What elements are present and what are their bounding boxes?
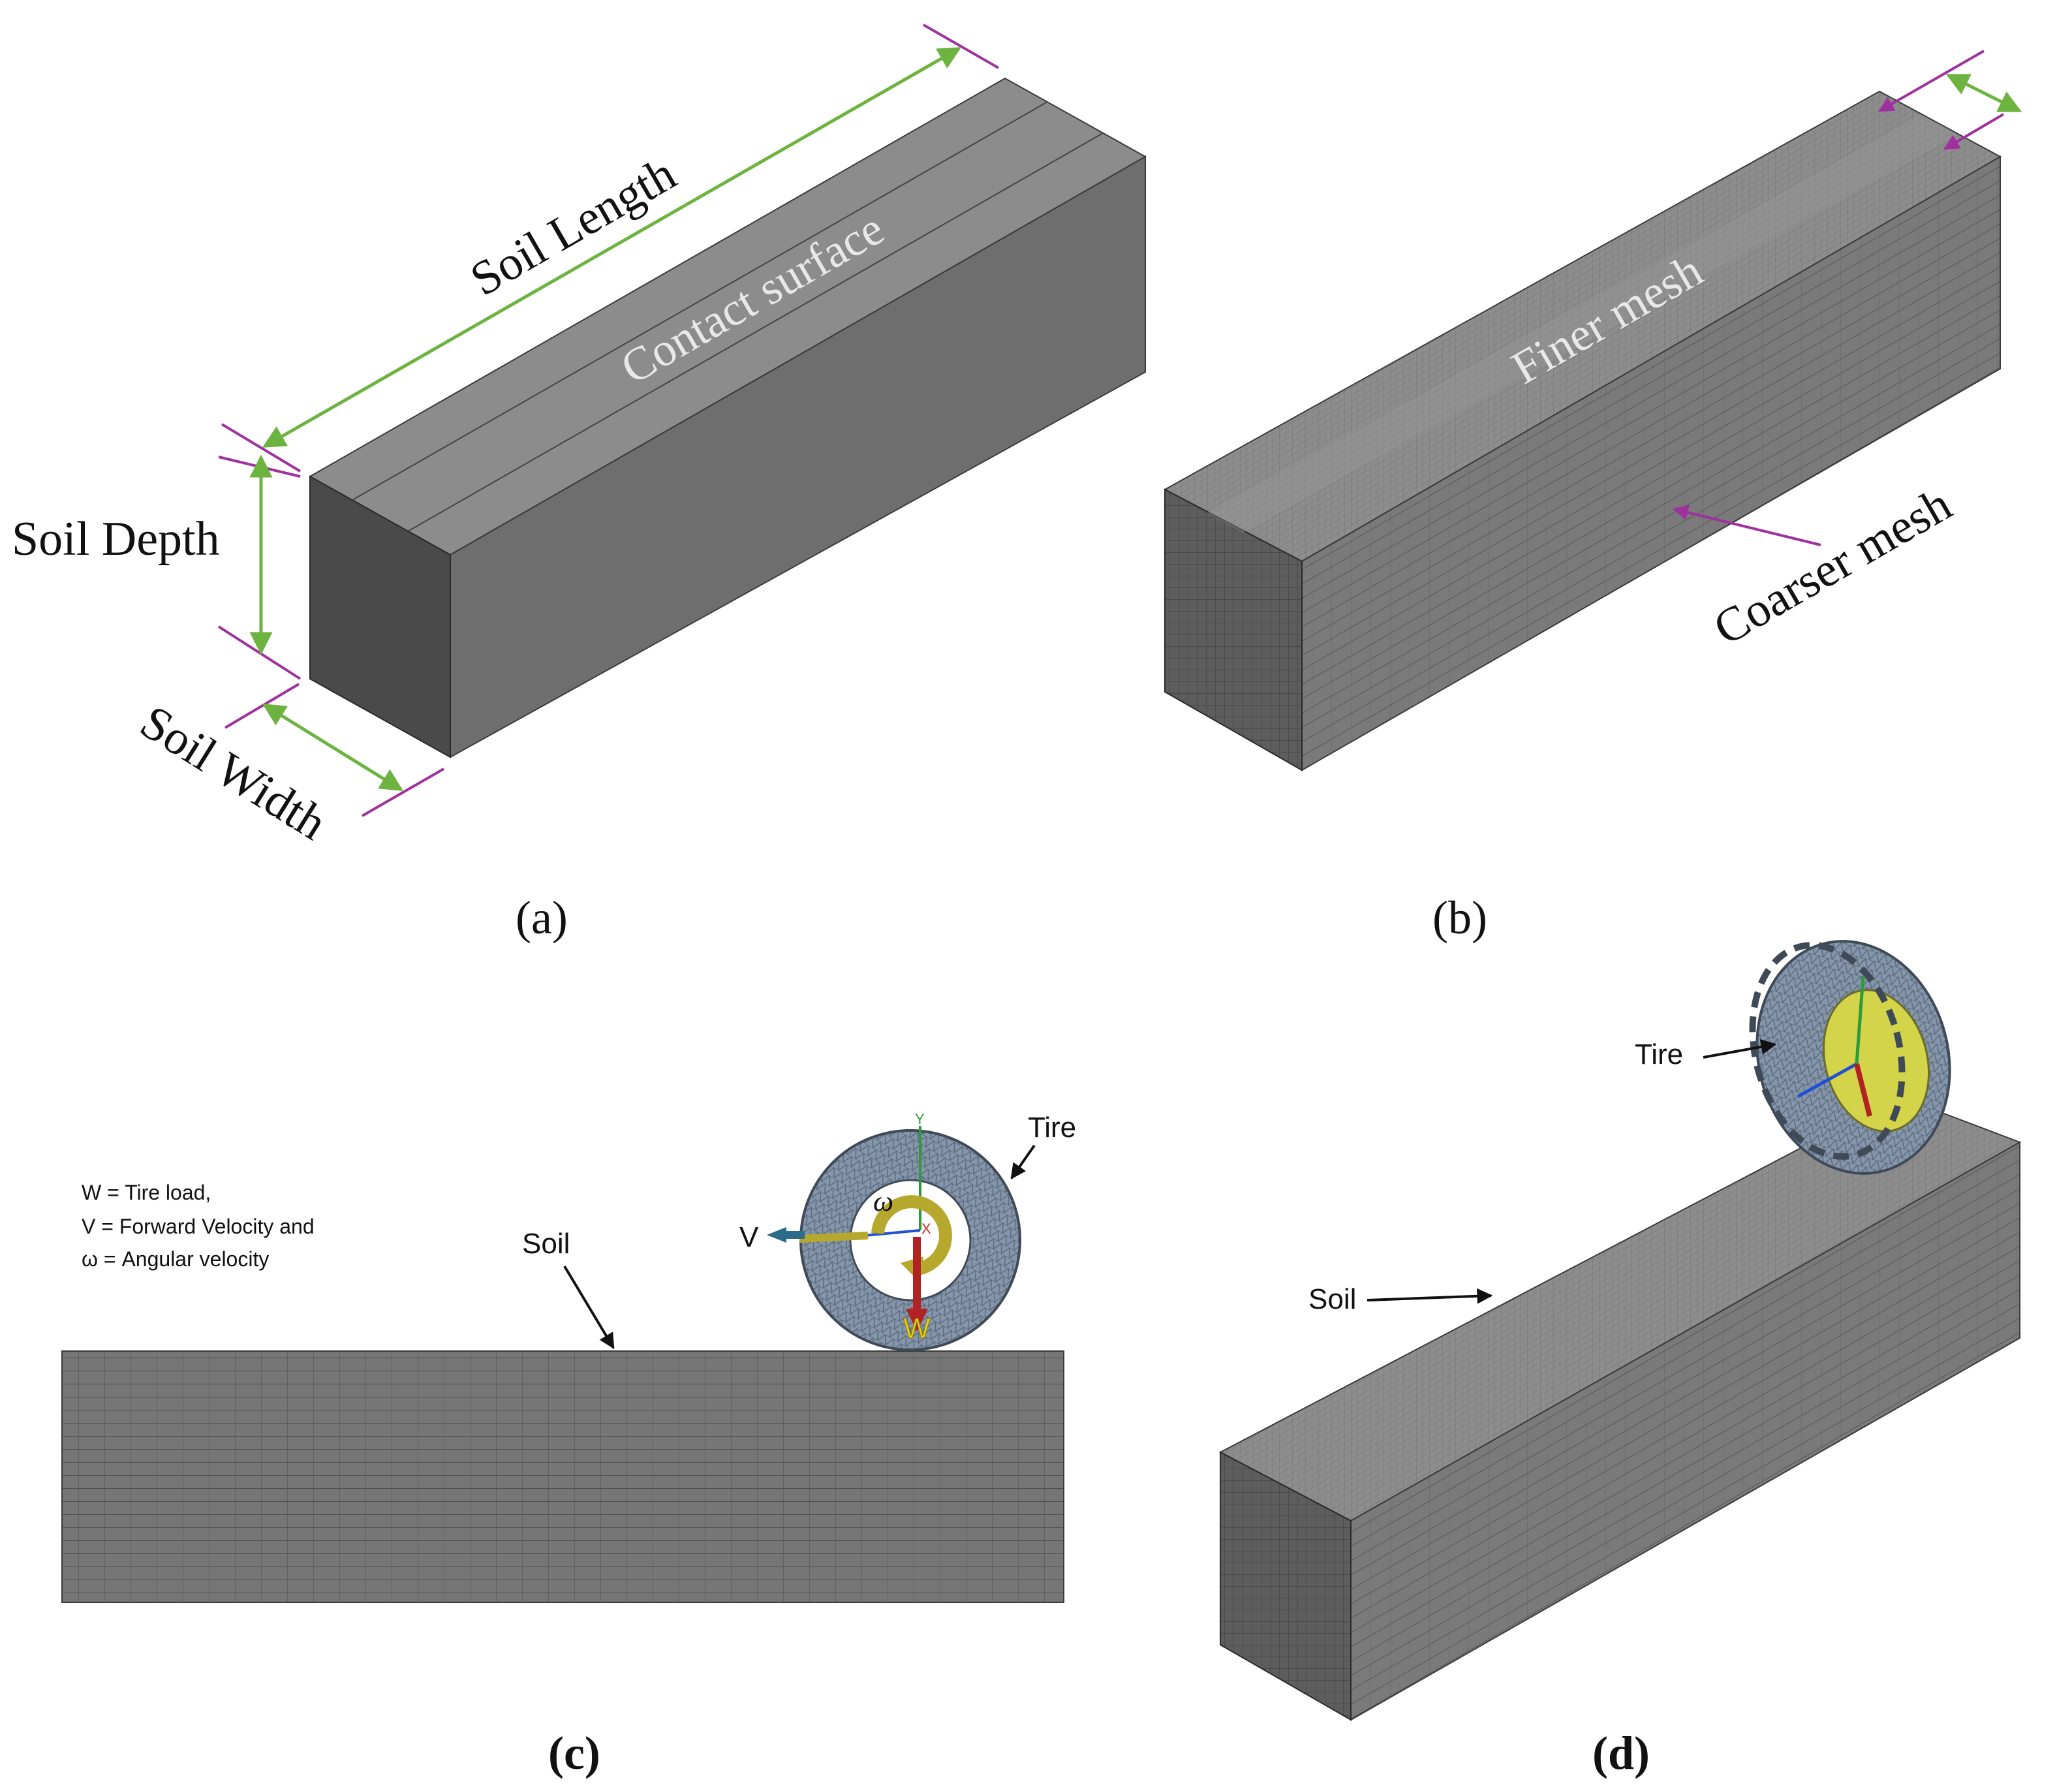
finer-mesh-band [1207,115,1958,533]
legend-line-2: V = Forward Velocity and [82,1215,315,1238]
soil-mesh-side-view [61,1350,1064,1603]
load-label: W [903,1313,931,1345]
length-tick-start [221,423,302,473]
caption-d: (d) [1592,1727,1650,1779]
omega-arrow [871,1195,952,1276]
panel-d: Tire Soil (d) [1218,940,2022,1779]
tire-pointer-c [1010,1144,1036,1179]
meshed-soil-end-face-d [1220,1451,1352,1721]
velocity-small-arrow [767,1227,786,1243]
fine-band-tick-1 [1878,50,1985,112]
omega-label: ω [873,1185,893,1217]
axis-y-label-c: Y [915,1111,925,1127]
load-arrowhead [906,1309,928,1332]
tire-label-d: Tire [1635,1038,1683,1070]
caption-a: (a) [516,892,568,944]
tire-label-c: Tire [1028,1112,1076,1144]
velocity-small-shaft [785,1231,805,1239]
coarser-mesh-pointer [1672,505,1821,546]
meshed-box-end-face [1164,488,1303,771]
panel-b: Finer mesh Coarser mesh (b) [1163,50,2022,944]
tire-3d-icon [1749,940,1951,1175]
tire-pointer-d [1703,1039,1777,1059]
width-tick-right [362,768,444,817]
fine-band-dimension-arrow [1945,73,2022,113]
legend-line-1: W = Tire load, [82,1181,211,1204]
fine-band-tick-2 [1943,113,2005,150]
velocity-label: V [739,1221,759,1253]
width-dimension-arrow [262,703,403,792]
soil-box-end-face [309,475,451,758]
velocity-arrow [799,1232,869,1243]
width-tick-left [224,683,300,729]
depth-label: Soil Depth [12,512,220,566]
soil-pointer-d [1367,1288,1493,1304]
caption-c: (c) [548,1727,600,1779]
soil-pointer-c [563,1265,615,1350]
length-tick-end [923,23,999,69]
legend-line-3: ω = Angular velocity [82,1247,269,1271]
soil-label-c: Soil [522,1228,570,1260]
length-dimension-arrow [262,46,962,448]
width-label: Soil Width [131,695,336,850]
axis-x-label-c: X [921,1221,931,1237]
panel-a: Soil Length Soil Depth Soil Width Contac… [12,23,1147,944]
soil-label-d: Soil [1308,1283,1356,1315]
caption-b: (b) [1432,892,1487,944]
panel-c: W = Tire load, V = Forward Velocity and … [61,1111,1076,1779]
